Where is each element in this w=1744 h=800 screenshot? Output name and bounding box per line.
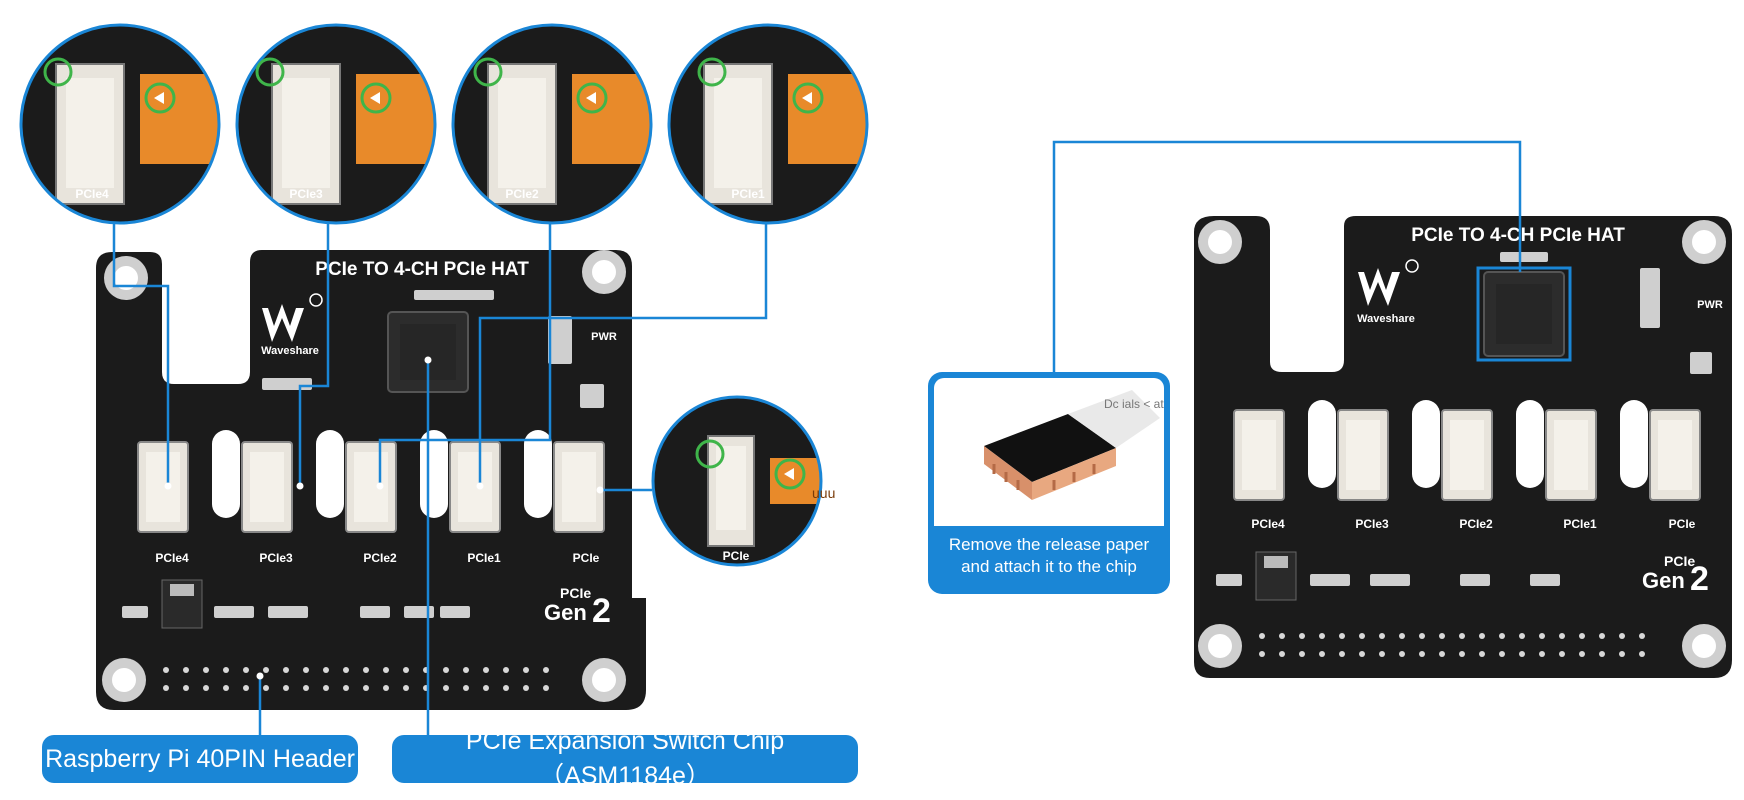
brand-label: Waveshare	[1357, 313, 1415, 325]
gen-label-top: PCIe	[1664, 553, 1695, 569]
pcie-connector	[1441, 409, 1493, 501]
zoom-circle	[235, 23, 437, 225]
raspberry-pi-header-callout: Raspberry Pi 40PIN Header	[42, 735, 358, 783]
zoom-label: PCIe1	[731, 187, 765, 201]
callout-text-line2: and attach it to the chip	[961, 557, 1137, 576]
pcie-connector	[345, 441, 397, 533]
waveshare-logo-icon	[1358, 259, 1419, 306]
callout-text: PCIe Expansion Switch Chip（ASM1184e）	[465, 726, 785, 790]
connector-label: PCIe	[573, 551, 600, 565]
triangle-marker-icon	[586, 92, 596, 104]
gen-label-top: PCIe	[560, 585, 591, 601]
pcie-connector	[449, 441, 501, 533]
connector-label: PCIe2	[1459, 517, 1493, 531]
switch-chip-callout: PCIe Expansion Switch Chip（ASM1184e）	[392, 727, 858, 790]
triangle-marker-icon	[802, 92, 812, 104]
mounting-hole-icon	[1682, 624, 1726, 668]
gen-label-bottom: Gen	[1642, 568, 1685, 593]
zoom-circle-side	[651, 395, 823, 567]
mounting-hole-icon	[582, 658, 626, 702]
gpio-header	[163, 667, 549, 691]
pcie-connector	[1337, 409, 1389, 501]
connector-label: PCIe3	[259, 551, 293, 565]
heatsink-icon: Dc ials < ati	[984, 390, 1166, 500]
pcie-connector	[1545, 409, 1597, 501]
mounting-hole-icon	[582, 250, 626, 294]
release-paper-callout: Dc ials < ati Remove the release paper a…	[928, 372, 1170, 594]
zoom-label: PCIe4	[75, 187, 109, 201]
connector-label: PCIe1	[467, 551, 501, 565]
cable-print: uuu	[812, 485, 835, 501]
zoom-label-side: PCIe	[723, 549, 750, 563]
gen-number: 2	[592, 592, 611, 630]
gen-label-bottom: Gen	[544, 600, 587, 625]
gen-number: 2	[1690, 560, 1709, 598]
pcie-connector	[1233, 409, 1285, 501]
pcie-connector	[1649, 409, 1701, 501]
zoom-circle	[667, 23, 869, 225]
mounting-hole-icon	[1682, 220, 1726, 264]
connector-label: PCIe1	[1563, 517, 1597, 531]
zoom-circle	[19, 23, 221, 225]
triangle-marker-icon	[370, 92, 380, 104]
mounting-hole-icon	[1198, 220, 1242, 264]
zoom-label: PCIe3	[289, 187, 323, 201]
pcie-connector	[137, 441, 189, 533]
connector-label: PCIe2	[363, 551, 397, 565]
pcie-connector	[241, 441, 293, 533]
leader-lines-right	[1052, 140, 1522, 372]
right-board: PCIe TO 4-CH PCIe HAT Waveshare PWR	[1194, 216, 1732, 678]
leader-lines	[112, 218, 768, 735]
callout-text-line1: Remove the release paper	[948, 535, 1150, 554]
pwr-label: PWR	[1697, 299, 1723, 311]
zoom-circle	[451, 23, 653, 225]
mounting-hole-icon	[1198, 624, 1242, 668]
waveshare-logo-icon	[262, 293, 323, 342]
chip-highlight-box	[1476, 266, 1572, 362]
pcie-connector	[553, 441, 605, 533]
mounting-hole-icon	[104, 256, 148, 300]
asm1184e-chip	[1483, 271, 1565, 357]
connector-label: PCIe4	[155, 551, 189, 565]
board-title: PCIe TO 4-CH PCIe HAT	[315, 259, 529, 280]
connector-label: PCIe3	[1355, 517, 1389, 531]
gpio-header	[1259, 633, 1645, 657]
pwr-label: PWR	[591, 331, 617, 343]
heatsink-photo: Dc ials < ati	[934, 378, 1166, 526]
connector-label: PCIe4	[1251, 517, 1285, 531]
mounting-hole-icon	[102, 658, 146, 702]
triangle-marker-icon	[784, 468, 794, 480]
zoom-label: PCIe2	[505, 187, 539, 201]
triangle-marker-icon	[154, 92, 164, 104]
callout-text: Raspberry Pi 40PIN Header	[45, 744, 355, 773]
connector-label: PCIe	[1669, 517, 1696, 531]
paper-print: Dc ials < ati	[1104, 397, 1164, 411]
board-title: PCIe TO 4-CH PCIe HAT	[1411, 225, 1625, 246]
brand-label: Waveshare	[261, 345, 319, 357]
